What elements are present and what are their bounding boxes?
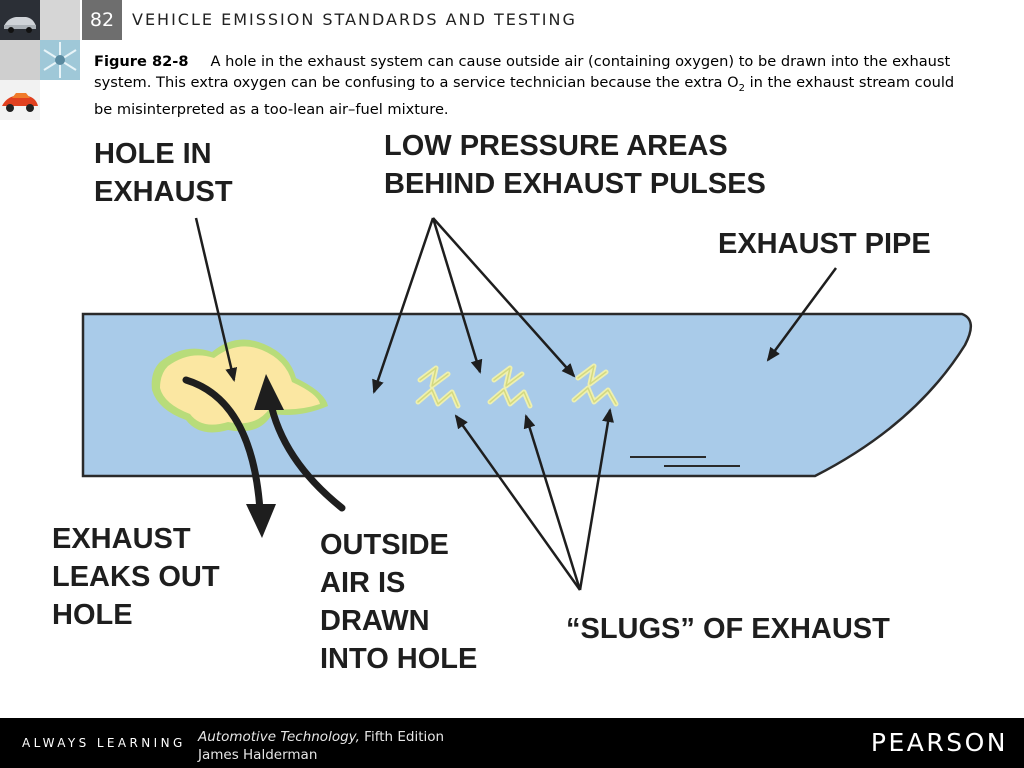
arrow-slug-2 [523, 414, 582, 591]
arrow-low-pressure-1 [372, 217, 435, 394]
chapter-number: 82 [82, 0, 122, 40]
thumbnail-turbine [40, 40, 80, 80]
book-author: James Halderman [198, 747, 318, 763]
thumbnail-red-car [0, 80, 40, 120]
book-title: Automotive Technology, [198, 729, 360, 745]
label-exhaust-pipe: EXHAUST PIPE [718, 228, 931, 260]
caption-subscript: 2 [738, 82, 745, 94]
arrow-slug-1 [454, 414, 582, 591]
arrow-outside-air-in [266, 396, 346, 512]
label-outside-air-drawn: OUTSIDE AIR IS DRAWN INTO HOLE [320, 529, 478, 675]
caption-text-1: A hole in the exhaust system can cause o… [94, 53, 951, 91]
chapter-title: VEHICLE EMISSION STANDARDS AND TESTING [132, 10, 577, 29]
label-slugs-of-exhaust: “SLUGS” OF EXHAUST [566, 613, 890, 645]
book-edition: Fifth Edition [359, 729, 445, 745]
slide-footer: ALWAYS LEARNING Automotive Technology, F… [0, 718, 1024, 768]
arrow-exhaust-leaks-head [246, 504, 276, 538]
thumbnail-gray-2 [0, 40, 40, 80]
label-hole-in-exhaust: HOLE IN EXHAUST [94, 138, 233, 208]
caption-text-2: in the exhaust stream could be misinterp… [94, 74, 955, 118]
arrow-low-pressure-2 [431, 217, 483, 374]
arrow-outside-air-head [254, 374, 284, 410]
footer-tagline: ALWAYS LEARNING [22, 736, 186, 750]
arrow-slug-3 [578, 408, 614, 591]
thumbnail-gray [40, 0, 80, 40]
arrow-low-pressure-3 [432, 217, 576, 378]
exhaust-slugs-outline [417, 365, 617, 407]
arrow-exhaust-pipe [766, 267, 838, 362]
thumbnail-car-silver [0, 0, 40, 40]
arrow-exhaust-leaks-out [182, 376, 264, 514]
exhaust-diagram [81, 217, 972, 591]
pearson-logo: PEARSON [870, 728, 1008, 757]
footer-book-info: Automotive Technology, Fifth Edition Jam… [198, 728, 444, 764]
label-low-pressure-areas: LOW PRESSURE AREAS BEHIND EXHAUST PULSES [384, 130, 766, 200]
label-exhaust-leaks-out: EXHAUST LEAKS OUT HOLE [52, 523, 220, 631]
arrow-hole [194, 217, 238, 382]
figure-label: Figure 82-8 [94, 53, 189, 70]
slide-header: 82 VEHICLE EMISSION STANDARDS AND TESTIN… [0, 0, 1024, 40]
